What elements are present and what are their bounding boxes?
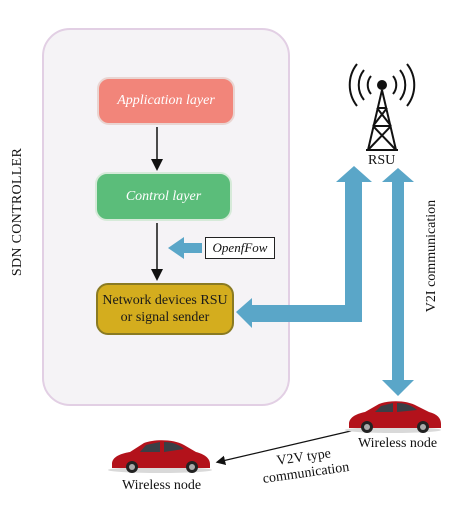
- v2i-label: V2I communication: [424, 199, 439, 313]
- application-layer-label: Application layer: [117, 93, 215, 108]
- openflow-label-box: OpenfFow: [205, 237, 275, 259]
- wireless-node-right-label: Wireless node: [358, 436, 438, 451]
- openflow-arrow: [168, 237, 202, 259]
- wireless-node-left-label: Wireless node: [122, 478, 202, 493]
- tower-icon: [348, 63, 416, 151]
- network-devices-label-line2: or signal sender: [120, 310, 210, 325]
- network-devices-box: Network devices RSU or signal sender: [96, 283, 234, 335]
- application-layer-box: Application layer: [97, 77, 235, 125]
- openflow-label: OpenfFow: [212, 240, 268, 255]
- car-icon: [345, 401, 441, 433]
- control-layer-box: Control layer: [95, 172, 232, 221]
- v2v-arrow: [215, 429, 356, 466]
- rsu-label: RSU: [368, 153, 396, 168]
- car-icon: [108, 440, 212, 473]
- network-devices-label-line1: Network devices RSU: [102, 293, 228, 308]
- control-layer-label: Control layer: [125, 188, 202, 204]
- v2i-arrow: [382, 168, 414, 396]
- network-to-rsu-arrow: [236, 166, 372, 328]
